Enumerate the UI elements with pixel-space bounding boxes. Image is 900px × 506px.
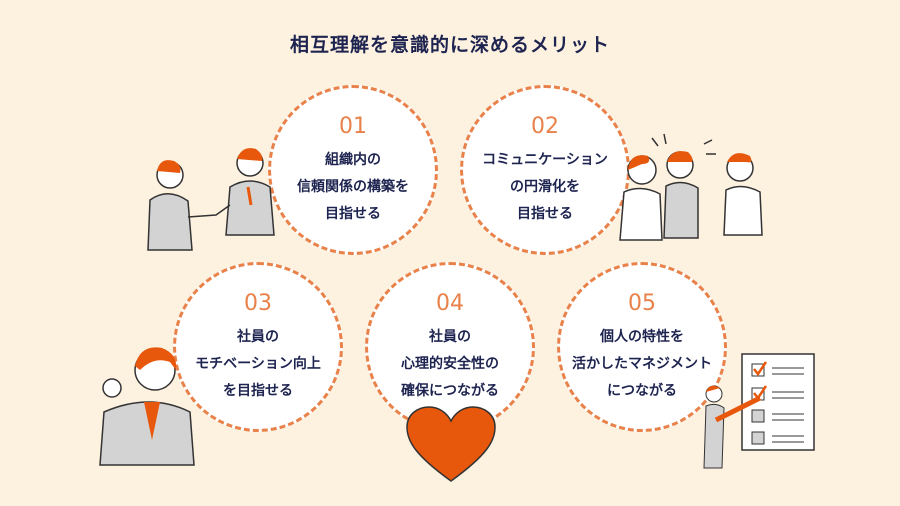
benefit-text: 社員の 心理的安全性の 確保につながる — [368, 324, 532, 405]
benefit-line: 信頼関係の構築を — [297, 179, 409, 195]
benefit-number: 02 — [523, 114, 567, 139]
benefit-line: を目指せる — [223, 383, 293, 399]
handshake-illustration — [147, 148, 275, 251]
checklist-illustration — [703, 353, 815, 469]
benefit-line: の円滑化を — [510, 179, 580, 195]
benefit-number: 03 — [236, 291, 280, 316]
heart-icon — [406, 406, 496, 482]
benefit-number: 01 — [331, 114, 375, 139]
benefit-text: 社員の モチベーション向上 を目指せる — [176, 324, 340, 405]
benefit-line: 社員の — [237, 329, 279, 345]
benefit-line: 個人の特性を — [600, 329, 684, 345]
benefit-text: 組織内の 信頼関係の構築を 目指せる — [271, 147, 435, 228]
motivated-employee-illustration — [99, 347, 195, 466]
benefit-line: につながる — [607, 383, 677, 399]
benefit-circle-3: 03 社員の モチベーション向上 を目指せる — [173, 262, 343, 432]
benefit-number: 05 — [620, 291, 664, 316]
benefit-circle-5: 05 個人の特性を 活かしたマネジメント につながる — [557, 262, 727, 432]
benefit-line: 組織内の — [325, 152, 381, 168]
benefit-line: モチベーション向上 — [195, 356, 321, 372]
benefit-number: 04 — [428, 291, 472, 316]
page-title: 相互理解を意識的に深めるメリット — [289, 34, 610, 56]
benefit-line: 確保につながる — [401, 383, 499, 399]
benefit-line: 目指せる — [517, 206, 573, 222]
conversation-illustration — [619, 133, 763, 241]
benefit-circle-1: 01 組織内の 信頼関係の構築を 目指せる — [268, 85, 438, 255]
benefit-text: 個人の特性を 活かしたマネジメント につながる — [560, 324, 724, 405]
benefit-line: 活かしたマネジメント — [572, 356, 712, 372]
benefit-line: 目指せる — [325, 206, 381, 222]
benefit-line: コミュニケーション — [482, 152, 608, 168]
benefit-line: 社員の — [429, 329, 471, 345]
benefit-circle-2: 02 コミュニケーション の円滑化を 目指せる — [460, 85, 630, 255]
benefit-text: コミュニケーション の円滑化を 目指せる — [463, 147, 627, 228]
benefit-line: 心理的安全性の — [401, 356, 499, 372]
